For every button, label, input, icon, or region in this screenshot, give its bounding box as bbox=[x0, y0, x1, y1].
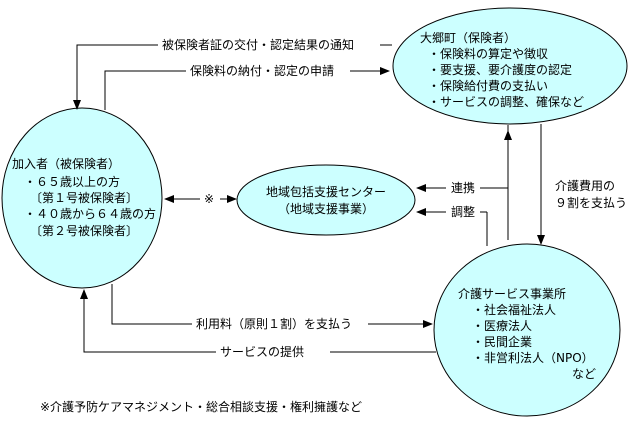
insured-line: ・４０歳から６４歳の方 bbox=[24, 206, 156, 221]
payment-label: 保険料の納付・認定の申請 bbox=[190, 63, 334, 78]
insured-line: ・６５歳以上の方 bbox=[24, 174, 120, 189]
service-label: サービスの提供 bbox=[220, 344, 304, 359]
provider-item: ・社会福祉法人 bbox=[472, 302, 556, 317]
center-node bbox=[236, 164, 416, 236]
care-cost-label: ９割を支払う bbox=[555, 195, 627, 210]
cooperation-label: 連携 bbox=[451, 180, 475, 195]
footnote: ※介護予防ケアマネジメント・総合相談支援・権利擁護など bbox=[40, 399, 362, 414]
insurer-node bbox=[392, 7, 628, 125]
provider-item: ・民間企業 bbox=[472, 334, 532, 349]
insurer-title: 大郷町（保険者） bbox=[420, 31, 516, 45]
insured-node bbox=[1, 107, 163, 289]
certificate-label: 被保険者証の交付・認定結果の通知 bbox=[162, 37, 354, 52]
adjustment-label: 調整 bbox=[451, 204, 475, 219]
cooperation-arrow bbox=[416, 125, 509, 192]
provider-item: ・非営利法人（NPO） bbox=[472, 351, 594, 365]
insured-line: 〔第２号被保険者〕 bbox=[30, 224, 138, 238]
care-cost-label: 介護費用の bbox=[555, 178, 615, 193]
insured-line: 〔第１号被保険者〕 bbox=[30, 191, 138, 205]
insurer-item: ・要支援、要介護度の認定 bbox=[428, 62, 572, 77]
center-text: 地域包括支援センター （地域支援事業） bbox=[266, 184, 386, 216]
insurer-item: ・保険給付費の支払い bbox=[428, 78, 548, 93]
provider-title: 介護サービス事業所 bbox=[458, 286, 566, 301]
insurer-text: 大郷町（保険者） ・保険料の算定や徴収 ・要支援、要介護度の認定 ・保険給付費の… bbox=[420, 31, 584, 109]
provider-footer: など bbox=[572, 367, 596, 381]
provider-text: 介護サービス事業所 ・社会福祉法人 ・医療法人 ・民間企業 ・非営利法人（NPO… bbox=[458, 286, 596, 381]
insurer-item: ・保険料の算定や徴収 bbox=[428, 46, 548, 61]
insured-text: 加入者（被保険者） ・６５歳以上の方 〔第１号被保険者〕 ・４０歳から６４歳の方… bbox=[12, 157, 156, 238]
provider-node bbox=[433, 243, 621, 417]
center-title: 地域包括支援センター bbox=[266, 184, 386, 199]
insurer-item: ・サービスの調整、確保など bbox=[428, 94, 584, 109]
usage-fee-label: 利用料（原則１割）を支払う bbox=[196, 316, 352, 331]
insured-title: 加入者（被保険者） bbox=[12, 157, 120, 171]
provider-item: ・医療法人 bbox=[472, 319, 532, 333]
center-subtitle: （地域支援事業） bbox=[278, 202, 374, 216]
star-label: ※ bbox=[204, 192, 214, 206]
